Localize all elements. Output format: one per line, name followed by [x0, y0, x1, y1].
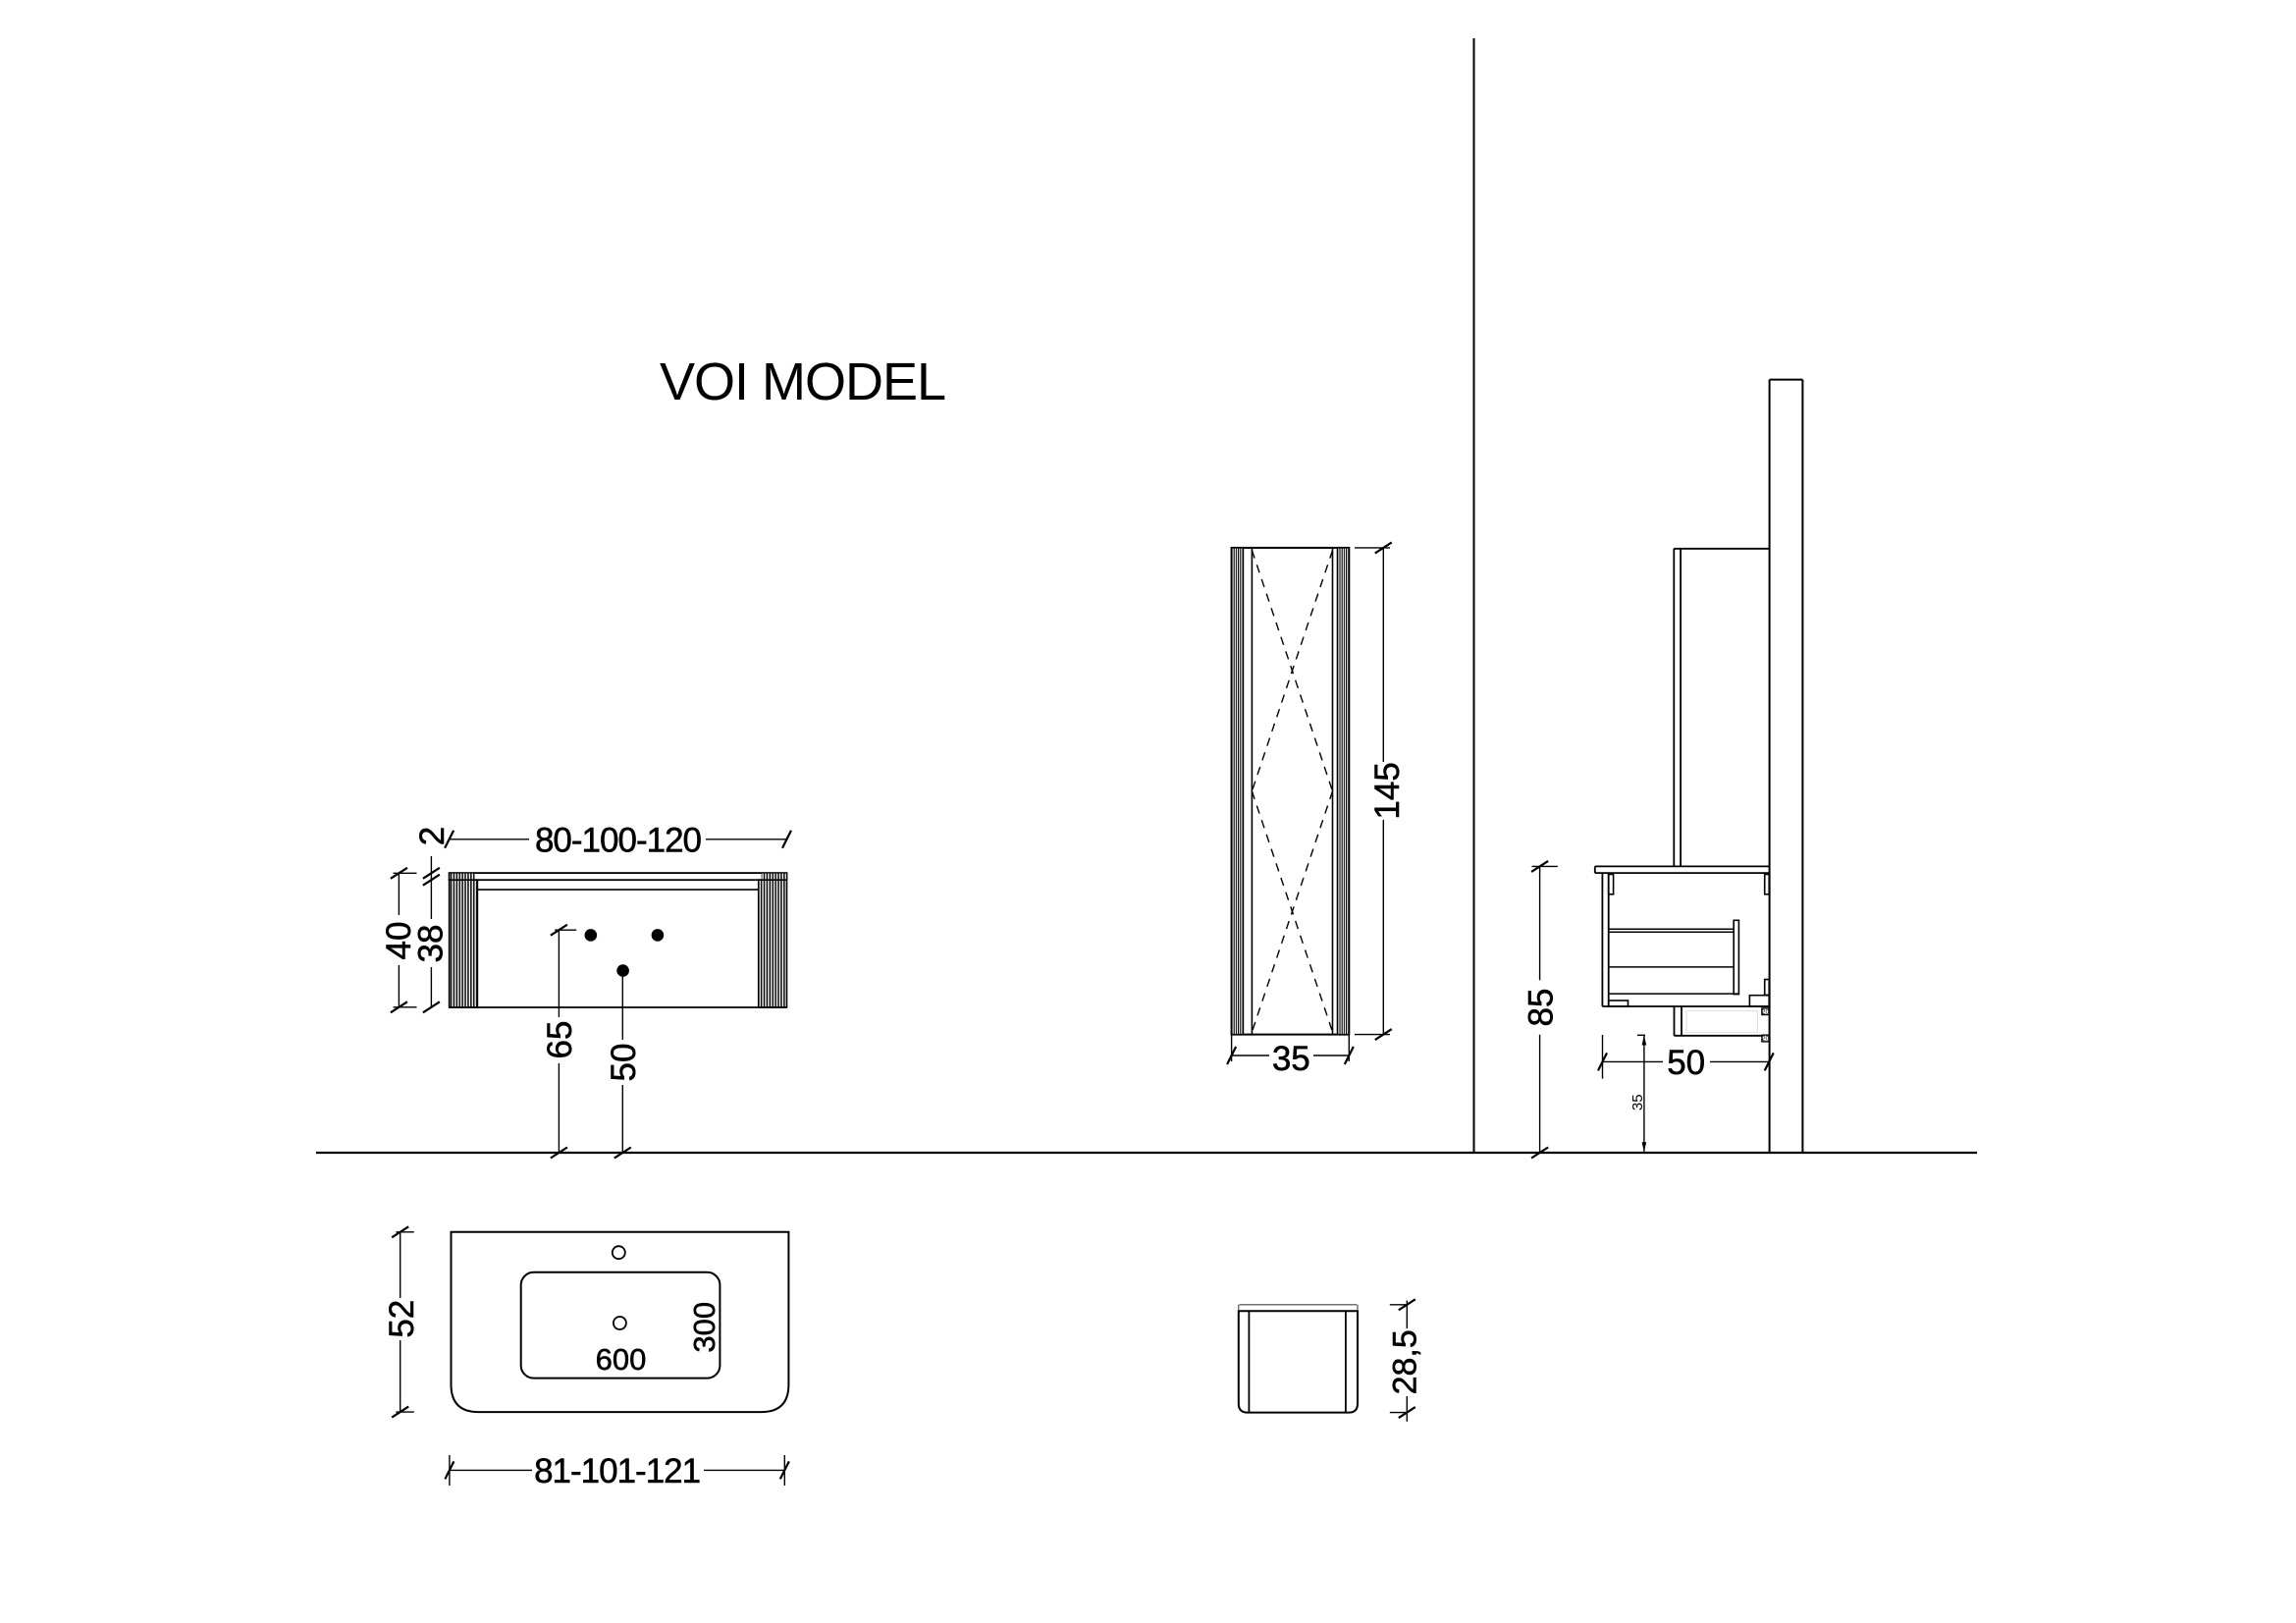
svg-text:40: 40 [380, 922, 418, 960]
svg-text:VOI MODEL: VOI MODEL [660, 352, 945, 411]
svg-text:2: 2 [413, 827, 452, 845]
svg-text:81-101-121: 81-101-121 [534, 1452, 700, 1490]
svg-text:52: 52 [383, 1300, 421, 1338]
svg-text:35: 35 [1272, 1040, 1310, 1078]
svg-text:600: 600 [596, 1342, 647, 1377]
svg-text:65: 65 [541, 1021, 579, 1059]
svg-text:20: 20 [1762, 1008, 1770, 1015]
svg-text:80-100-120: 80-100-120 [535, 822, 702, 860]
svg-text:20: 20 [1762, 1036, 1770, 1043]
svg-text:35: 35 [1629, 1094, 1646, 1110]
svg-text:28,5: 28,5 [1387, 1329, 1424, 1394]
svg-text:300: 300 [687, 1302, 721, 1353]
svg-text:145: 145 [1368, 762, 1407, 819]
svg-text:50: 50 [605, 1044, 643, 1082]
svg-text:38: 38 [412, 925, 451, 963]
svg-text:85: 85 [1522, 989, 1561, 1027]
svg-text:50: 50 [1667, 1044, 1705, 1082]
